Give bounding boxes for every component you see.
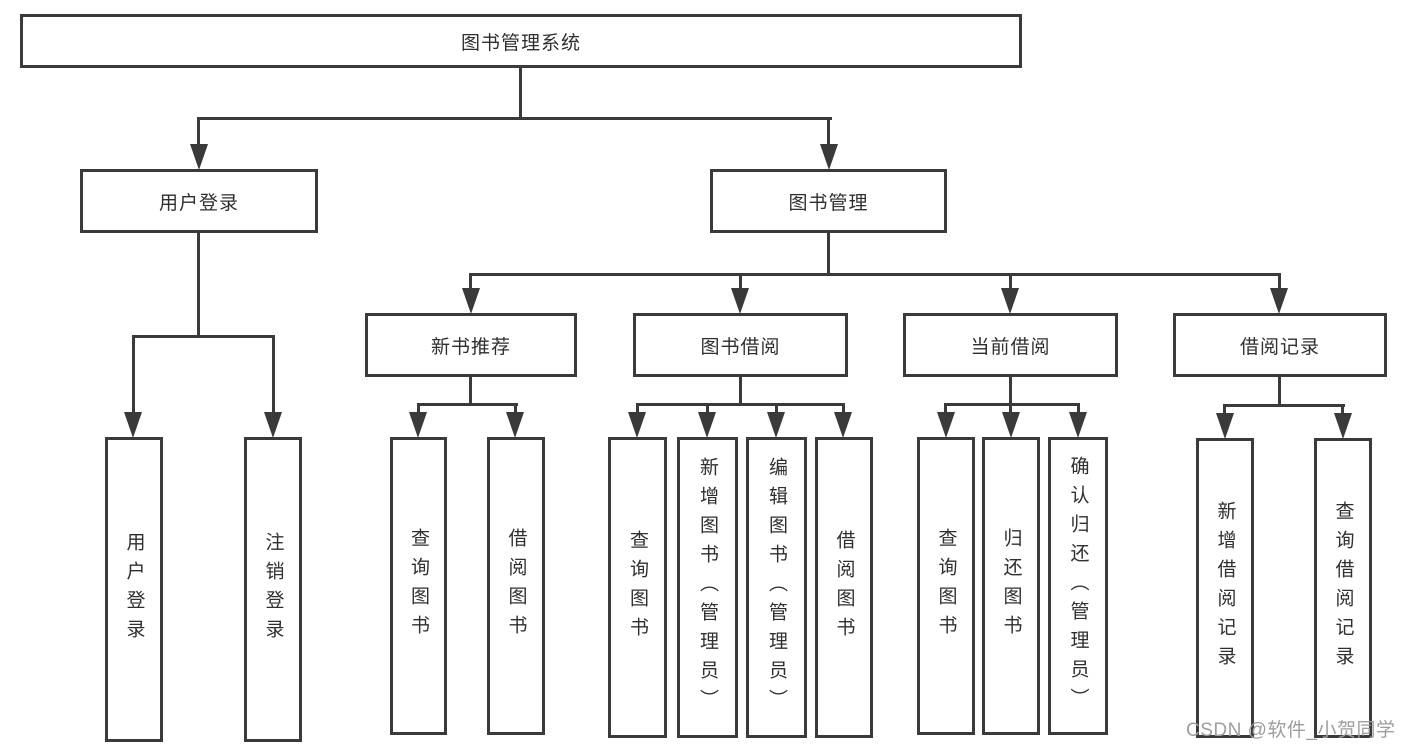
connector-line — [519, 66, 522, 119]
leaf-label: 新增图书（管理员） — [697, 457, 718, 718]
connector-line — [1223, 404, 1345, 407]
leaf-label: 查询图书 — [627, 529, 648, 646]
node-book-borrowing: 图书借阅 — [633, 313, 848, 377]
leaf-label: 新增借阅记录 — [1214, 501, 1236, 675]
node-borrow-records: 借阅记录 — [1173, 313, 1387, 377]
connector-line — [469, 273, 1281, 276]
connector-line — [739, 375, 742, 406]
node-library-system: 图书管理系统 — [20, 14, 1022, 68]
connector-arrow-down — [1002, 412, 1020, 438]
node-current-borrowing: 当前借阅 — [903, 313, 1118, 377]
leaf-add-books-admin: 新增图书（管理员） — [677, 437, 738, 738]
connector-line — [944, 403, 947, 415]
connector-line — [132, 335, 135, 415]
connector-arrow-down — [1069, 412, 1087, 438]
node-new-book-recommend: 新书推荐 — [365, 313, 577, 377]
leaf-label: 注销登录 — [262, 531, 284, 648]
connector-line — [1009, 273, 1012, 290]
node-label: 图书借阅 — [700, 336, 781, 358]
connector-arrow-down — [1270, 288, 1288, 314]
connector-line — [1077, 403, 1080, 415]
leaf-label: 查询图书 — [935, 528, 957, 644]
connector-arrow-down — [190, 144, 208, 170]
connector-line — [132, 335, 275, 338]
connector-line — [827, 117, 830, 147]
connector-line — [842, 403, 845, 415]
leaf-borrow-books: 借阅图书 — [815, 437, 873, 738]
leaf-borrow-books: 借阅图书 — [487, 437, 545, 735]
node-label: 当前借阅 — [970, 336, 1051, 358]
leaf-label: 编辑图书（管理员） — [766, 457, 787, 718]
connector-arrow-down — [1334, 413, 1352, 439]
connector-arrow-down — [1001, 288, 1019, 314]
leaf-query-books: 查询图书 — [917, 437, 975, 735]
connector-arrow-down — [124, 412, 142, 438]
leaf-query-borrow-record: 查询借阅记录 — [1314, 438, 1372, 738]
connector-arrow-down — [820, 144, 838, 170]
connector-arrow-down — [462, 288, 480, 314]
node-label: 用户登录 — [158, 192, 239, 214]
connector-arrow-down — [1216, 413, 1234, 439]
connector-line — [469, 375, 472, 406]
leaf-return-books: 归还图书 — [982, 437, 1040, 735]
leaf-label: 查询借阅记录 — [1332, 501, 1354, 675]
node-label: 图书管理 — [788, 192, 869, 214]
connector-arrow-down — [628, 412, 646, 438]
connector-line — [1278, 273, 1281, 290]
connector-arrow-down — [731, 288, 749, 314]
connector-line — [706, 403, 709, 415]
connector-line — [827, 231, 830, 275]
connector-arrow-down — [409, 412, 427, 438]
node-label: 新书推荐 — [430, 336, 511, 358]
node-book-management: 图书管理 — [710, 169, 947, 233]
watermark: CSDN @软件_小贺同学 — [1186, 720, 1396, 741]
connector-line — [197, 117, 200, 147]
connector-line — [469, 273, 472, 290]
connector-line — [739, 273, 742, 290]
node-user-login: 用户登录 — [80, 169, 318, 233]
connector-line — [197, 231, 200, 338]
connector-arrow-down — [937, 412, 955, 438]
leaf-query-books: 查询图书 — [390, 437, 447, 735]
connector-line — [1223, 404, 1226, 416]
connector-arrow-down — [506, 412, 524, 438]
leaf-label: 借阅图书 — [505, 528, 527, 644]
leaf-label: 确认归还（管理员） — [1067, 455, 1089, 717]
connector-line — [1278, 375, 1281, 407]
leaf-edit-books-admin: 编辑图书（管理员） — [746, 437, 807, 738]
leaf-label: 用户登录 — [123, 531, 145, 648]
leaf-label: 查询图书 — [408, 528, 429, 644]
leaf-user-login: 用户登录 — [105, 437, 163, 742]
connector-line — [1009, 375, 1012, 406]
connector-arrow-down — [834, 412, 852, 438]
node-label: 图书管理系统 — [460, 32, 581, 54]
connector-line — [514, 403, 517, 415]
leaf-label: 借阅图书 — [833, 529, 855, 646]
connector-line — [417, 403, 518, 406]
leaf-confirm-return-admin: 确认归还（管理员） — [1048, 437, 1108, 735]
leaf-add-borrow-record: 新增借阅记录 — [1196, 438, 1254, 738]
connector-line — [775, 403, 778, 415]
connector-line — [417, 403, 420, 415]
connector-arrow-down — [264, 412, 282, 438]
connector-arrow-down — [767, 412, 785, 438]
leaf-logout: 注销登录 — [244, 437, 302, 742]
connector-line — [1341, 404, 1344, 416]
connector-line — [944, 403, 1080, 406]
connector-line — [272, 335, 275, 415]
leaf-query-books: 查询图书 — [608, 437, 667, 738]
connector-line — [1009, 403, 1012, 415]
connector-arrow-down — [698, 412, 716, 438]
connector-line — [197, 117, 832, 120]
connector-line — [636, 403, 639, 415]
connector-line — [636, 403, 845, 406]
leaf-label: 归还图书 — [1000, 528, 1022, 644]
node-label: 借阅记录 — [1239, 336, 1320, 358]
